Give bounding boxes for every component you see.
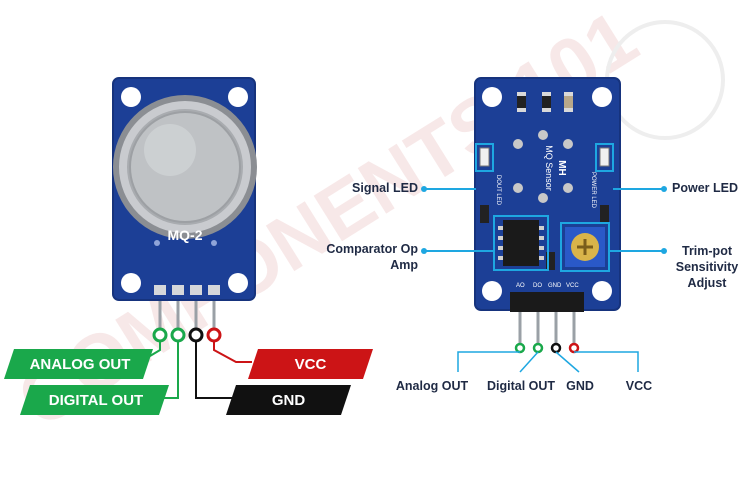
callout-trimpot-line2: Sensitivity [675, 260, 739, 274]
badge-vcc-bg [248, 349, 373, 379]
board-pin-vcc: VCC [566, 283, 579, 289]
power-led-chip [599, 147, 610, 167]
callout-power-led: Power LED [672, 181, 738, 195]
callout-trimpot-line1: Trim-pot [682, 244, 732, 258]
badge-digital-out: DIGITAL OUT [48, 391, 144, 409]
board-power-led-text: POWER LED [590, 172, 596, 209]
callout-trimpot-line3: Adjust [687, 276, 727, 290]
trimpot-component [563, 225, 607, 269]
signal-led-callout-box [475, 143, 494, 172]
board-pin-ao: AO [516, 283, 525, 289]
right-pin-label-analog-out: Analog OUT [395, 379, 469, 393]
right-pin-vcc-ring [568, 342, 580, 354]
mq2-sensor-cap [113, 95, 257, 239]
board-dout-led-text: DOUT LED [495, 175, 501, 206]
left-gnd-line [195, 341, 232, 399]
board-name-text: MQ Sensor [544, 145, 554, 191]
right-pin-gnd-ring [550, 342, 562, 354]
board-pin-do: DO [533, 283, 542, 289]
left-digital-line [160, 341, 179, 399]
right-mounting-holes [482, 87, 612, 301]
right-pin-header [510, 292, 584, 312]
badge-analog-out: ANALOG OUT [29, 355, 131, 373]
power-led-callout-box [595, 143, 614, 172]
badge-digital-out-bg [20, 385, 169, 415]
comparator-op-amp-chip [498, 220, 544, 266]
trimpot-callout-box [560, 222, 610, 272]
right-vcc-leader [574, 351, 639, 372]
right-digital-leader [519, 351, 539, 373]
comparator-callout-box [493, 215, 549, 271]
badge-analog-out-bg [4, 349, 153, 379]
right-gnd-leader [555, 351, 580, 373]
left-header-pads [154, 285, 220, 295]
right-analog-leader [457, 351, 520, 372]
right-pin-analog-ring [514, 342, 526, 354]
right-pin-label-vcc: VCC [625, 379, 653, 393]
top-smd-resistors [517, 92, 573, 112]
left-vcc-line [213, 341, 252, 363]
mq2-model-label: MQ-2 [168, 227, 203, 243]
badge-gnd-bg [226, 385, 351, 415]
board-pin-gnd: GND [548, 283, 562, 289]
badge-vcc: VCC [294, 355, 327, 373]
board-brand-text: MH [556, 160, 567, 176]
callout-signal-led: Signal LED [352, 181, 418, 195]
right-pin-digital-ring [532, 342, 544, 354]
right-pin-label-digital-out: Digital OUT [486, 379, 556, 393]
right-pin-label-gnd: GND [566, 379, 594, 393]
left-mounting-holes [121, 87, 248, 293]
sensor-solder-pads [513, 130, 573, 203]
callout-comparator-line1: Comparator Op [326, 242, 418, 256]
callout-comparator-line2: Amp [390, 258, 418, 272]
signal-led-chip [479, 147, 490, 167]
badge-gnd: GND [271, 391, 306, 409]
